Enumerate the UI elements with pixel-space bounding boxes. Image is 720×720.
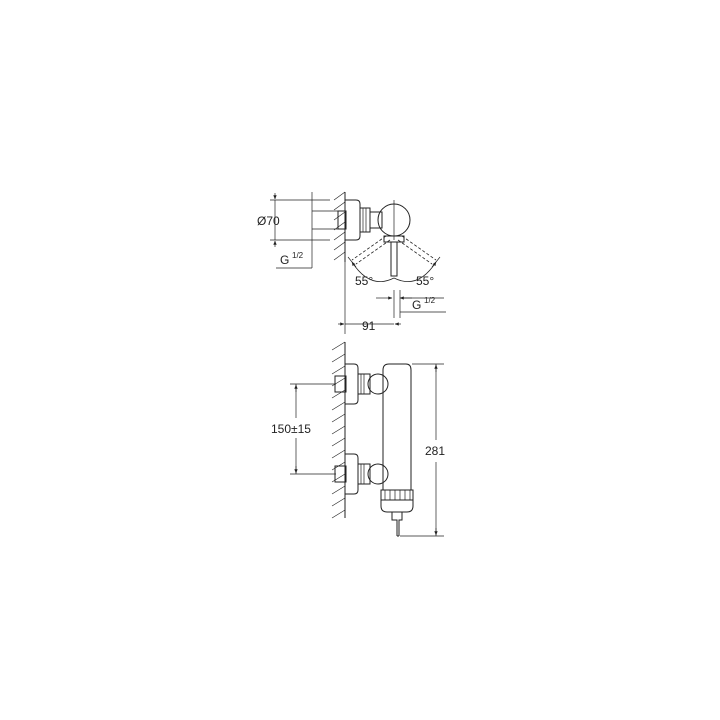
thread-left-g: G bbox=[280, 253, 289, 267]
front-wall-hatching bbox=[331, 341, 346, 519]
thread-left-dimension: G 1/2 bbox=[276, 192, 338, 269]
depth-label: 91 bbox=[362, 319, 376, 333]
thread-right-fraction: 1/2 bbox=[424, 296, 436, 305]
depth-dimension: 91 bbox=[338, 262, 401, 334]
height-label: 281 bbox=[425, 444, 445, 458]
front-view: 150±15 281 bbox=[271, 341, 445, 537]
thread-right-dimension: G 1/2 bbox=[376, 290, 446, 318]
top-view: Ø70 G 1/2 55° 55° G 1/2 bbox=[257, 191, 446, 334]
height-dimension: 281 bbox=[400, 363, 445, 537]
lever-rotation-lines bbox=[347, 235, 441, 282]
lower-connection bbox=[334, 453, 389, 495]
angle-right-label: 55° bbox=[416, 274, 434, 288]
diameter-dimension: Ø70 bbox=[257, 193, 330, 247]
top-valve-body bbox=[377, 200, 411, 277]
top-wall-hatching bbox=[333, 191, 346, 262]
diameter-label: Ø70 bbox=[257, 214, 280, 228]
thread-right-g: G bbox=[412, 298, 421, 312]
spacing-label: 150±15 bbox=[271, 422, 311, 436]
spacing-dimension: 150±15 bbox=[271, 383, 336, 475]
angle-left-label: 55° bbox=[355, 274, 373, 288]
thread-left-fraction: 1/2 bbox=[292, 251, 304, 260]
front-valve-body bbox=[380, 363, 414, 537]
top-escutcheon bbox=[337, 199, 383, 241]
upper-connection bbox=[334, 363, 389, 405]
